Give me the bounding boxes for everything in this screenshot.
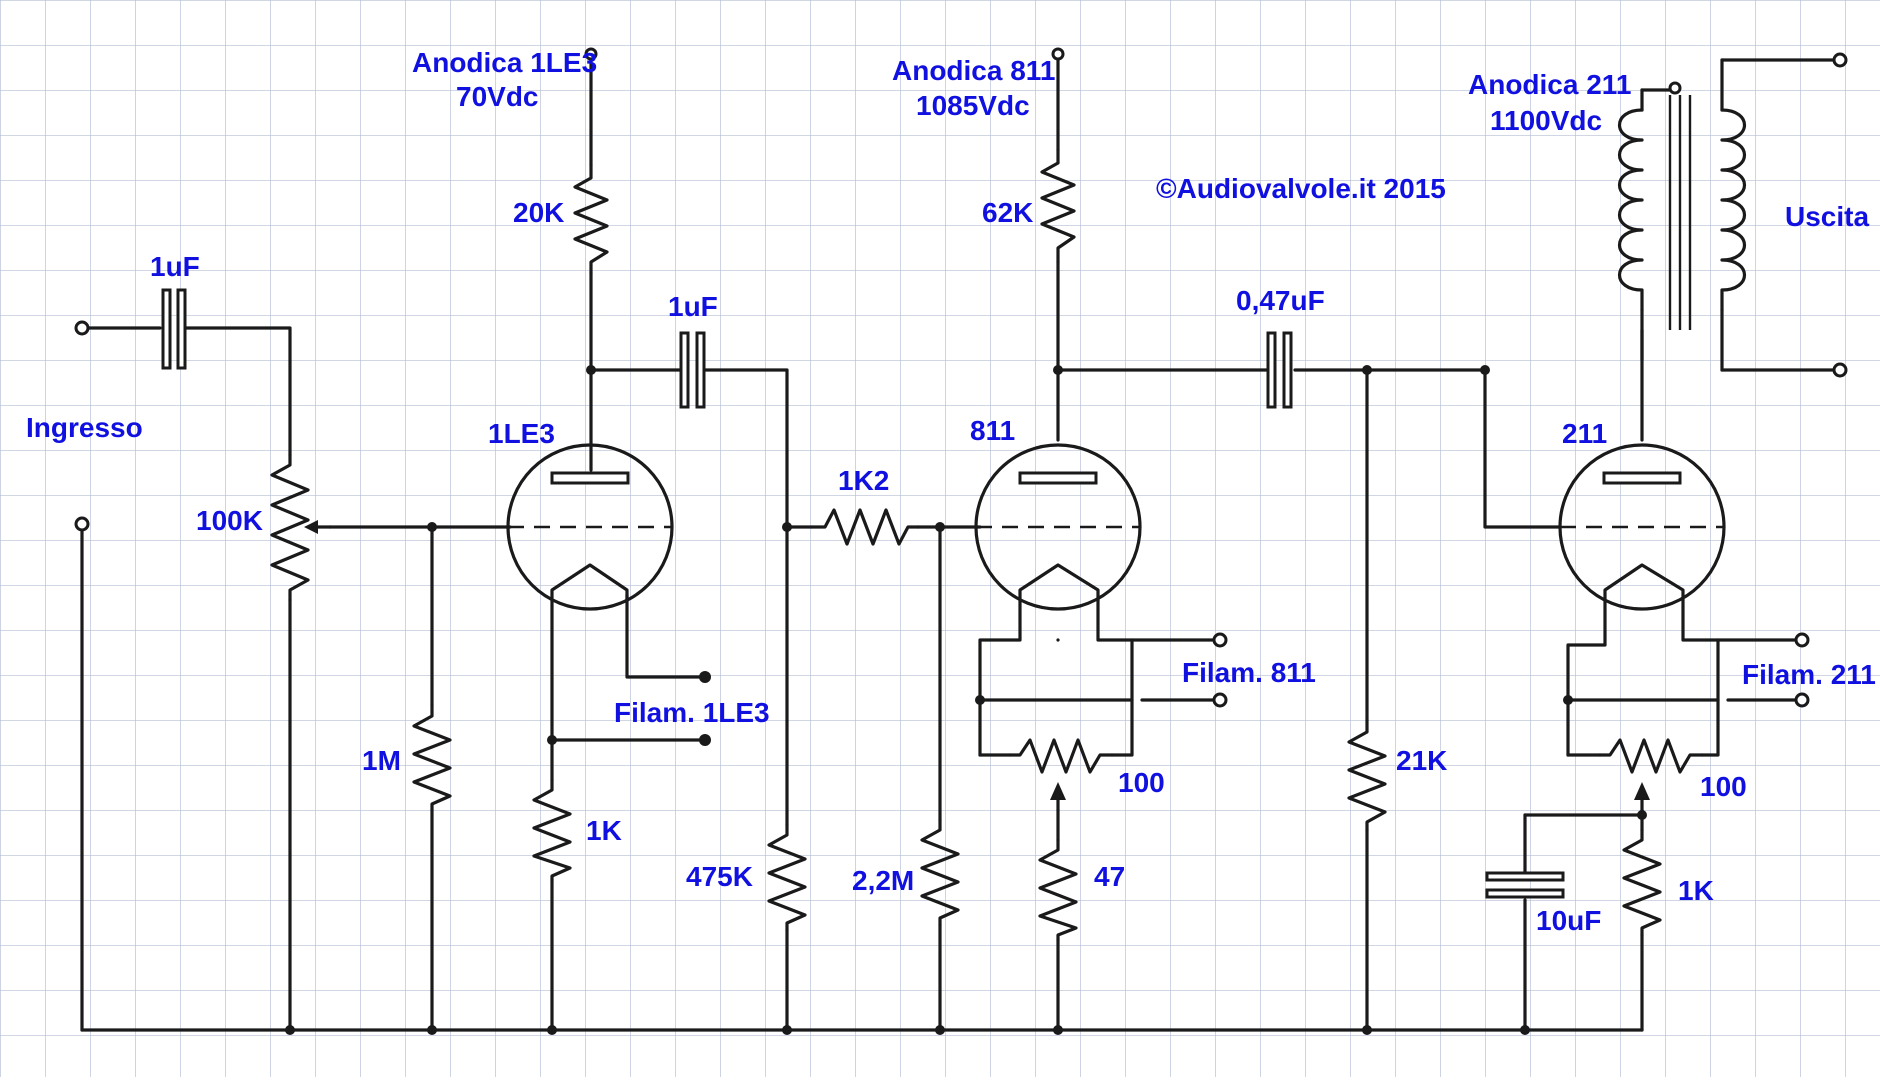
label-r-1k2: 1K2 [838,465,889,496]
capacitor-coupling-1 [679,331,706,409]
label-anode-1le3-voltage: 70Vdc [456,81,539,112]
resistor-1k-cathode [532,778,572,882]
label-anode-211-voltage: 1100Vdc [1490,105,1602,136]
label-filam-1le3: Filam. 1LE3 [614,697,770,728]
wiper-arrow-811 [1050,782,1066,800]
label-input: Ingresso [26,412,143,443]
label-tube-1le3: 1LE3 [488,418,555,449]
label-filam-811: Filam. 811 [1182,657,1316,688]
wires [80,54,1842,1032]
label-r-20k: 20K [513,197,564,228]
label-r-21k: 21K [1396,745,1447,776]
resistor-47 [1038,838,1078,942]
tube-811 [974,443,1142,611]
resistor-21k [1347,718,1387,832]
terminal-filam-211-1 [1794,632,1810,648]
capacitor-10uf [1485,871,1565,899]
resistor-2-2m [920,818,960,927]
terminal-output-1 [1832,52,1848,68]
terminal-anode-811 [1051,47,1065,61]
terminal-anode-1le3 [584,47,598,61]
label-anode-211: Anodica 211 [1468,69,1631,100]
tube-211 [1558,443,1726,611]
capacitors [161,288,1565,899]
junctions [285,365,1647,1035]
resistor-100-211 [1598,738,1704,774]
copyright-label: ©Audiovalvole.it 2015 [1156,173,1446,204]
terminal-filam-811-2 [1212,692,1228,708]
label-c-in: 1uF [150,251,200,282]
label-r-62k: 62K [982,197,1033,228]
resistor-1k2 [810,508,920,546]
capacitor-coupling-2 [1266,331,1293,409]
capacitor-input [161,288,187,370]
tube-1le3 [506,443,674,611]
label-output: Uscita [1785,201,1869,232]
label-anode-811: Anodica 811 [892,55,1055,86]
terminal-input-ground [74,516,90,532]
resistor-1k-211 [1622,828,1662,937]
label-r-1k-cathode: 1K [586,815,622,846]
transformer-secondary [1720,108,1747,312]
terminal-input-signal [74,320,90,336]
label-r-100-811: 100 [1118,767,1165,798]
potentiometer-100k [270,453,310,602]
output-transformer [1617,95,1747,330]
label-r-47: 47 [1094,861,1125,892]
label-tube-811: 811 [970,415,1015,446]
transformer-primary [1617,108,1644,312]
label-anode-811-voltage: 1085Vdc [916,90,1030,121]
label-r-1k-211: 1K [1678,875,1714,906]
terminal-filam-811-1 [1212,632,1228,648]
pot-wiper-arrow [304,520,318,534]
label-r-1m: 1M [362,745,401,776]
labels: Anodica 1LE3 70Vdc Anodica 811 1085Vdc A… [26,47,1876,936]
resistor-475k [767,823,807,932]
resistor-1m [412,703,452,812]
resistors [270,148,1704,942]
label-tube-211: 211 [1562,418,1607,449]
label-filam-211: Filam. 211 [1742,659,1876,690]
label-r-100-211: 100 [1700,771,1747,802]
terminals [74,47,1848,708]
label-c-coupling-2: 0,47uF [1236,285,1325,316]
label-pot-100k: 100K [196,505,263,536]
resistor-100-811 [1008,738,1114,774]
terminal-output-2 [1832,362,1848,378]
label-anode-1le3: Anodica 1LE3 [412,47,597,78]
wiper-arrow-211 [1634,782,1650,800]
terminal-anode-211 [1668,81,1682,95]
resistor-20k [573,163,609,275]
label-c-coupling-1: 1uF [668,291,718,322]
label-r-475k: 475K [686,861,753,892]
label-r-2-2m: 2,2M [852,865,914,896]
resistor-62k [1040,148,1076,264]
terminal-filam-211-2 [1794,692,1810,708]
label-c-10uf: 10uF [1536,905,1601,936]
